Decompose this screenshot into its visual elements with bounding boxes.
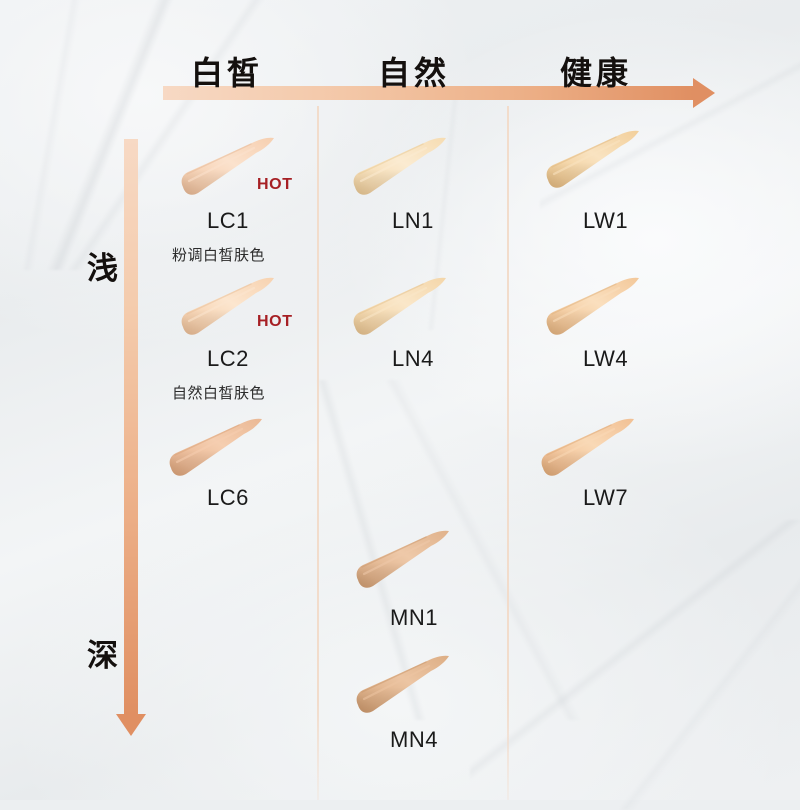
marble-vein (540, 0, 800, 240)
shade-name-LC6: LC6 (207, 485, 249, 510)
swatch-MN1 (355, 530, 451, 592)
swatch-LC6 (168, 418, 264, 480)
vertical-axis-arrow-bar (124, 139, 138, 714)
shade-name-LN4: LN4 (392, 346, 434, 371)
depth-axis-deep-label: 深 (87, 638, 118, 673)
horizontal-axis-arrow-head (693, 78, 715, 108)
swatch-LC1 (180, 137, 276, 199)
swatch-MN4 (355, 655, 451, 717)
column-header-healthy: 健康 (560, 55, 633, 91)
hot-badge-LC2: HOT (257, 313, 293, 330)
column-header-natural: 自然 (378, 55, 451, 91)
depth-axis-light-label: 浅 (87, 251, 118, 286)
horizontal-axis-arrow-bar (163, 86, 693, 100)
swatch-LW4 (545, 277, 641, 339)
shade-name-LC1: LC1 (207, 208, 249, 233)
shade-name-LC2: LC2 (207, 346, 249, 371)
shade-name-LW1: LW1 (583, 208, 629, 233)
marble-vein (330, 90, 560, 330)
shade-name-LW4: LW4 (583, 346, 629, 371)
column-divider (317, 106, 319, 800)
shade-name-LW7: LW7 (583, 485, 629, 510)
shade-name-LN1: LN1 (392, 208, 434, 233)
vertical-axis-arrow-head (116, 714, 146, 736)
hot-badge-LC1: HOT (257, 176, 293, 193)
swatch-LN1 (352, 137, 448, 199)
swatch-LN4 (352, 277, 448, 339)
column-divider (507, 106, 509, 800)
swatch-LW7 (540, 418, 636, 480)
swatch-LC2 (180, 277, 276, 339)
marble-vein (0, 0, 290, 270)
swatch-LW1 (545, 130, 641, 192)
marble-vein (470, 520, 800, 810)
column-header-fair: 白皙 (191, 55, 264, 91)
shade-name-MN4: MN4 (390, 727, 438, 752)
shade-name-MN1: MN1 (390, 605, 438, 630)
shade-description-LC1: 粉调白皙肤色 (172, 247, 266, 264)
shade-description-LC2: 自然白皙肤色 (172, 385, 266, 402)
